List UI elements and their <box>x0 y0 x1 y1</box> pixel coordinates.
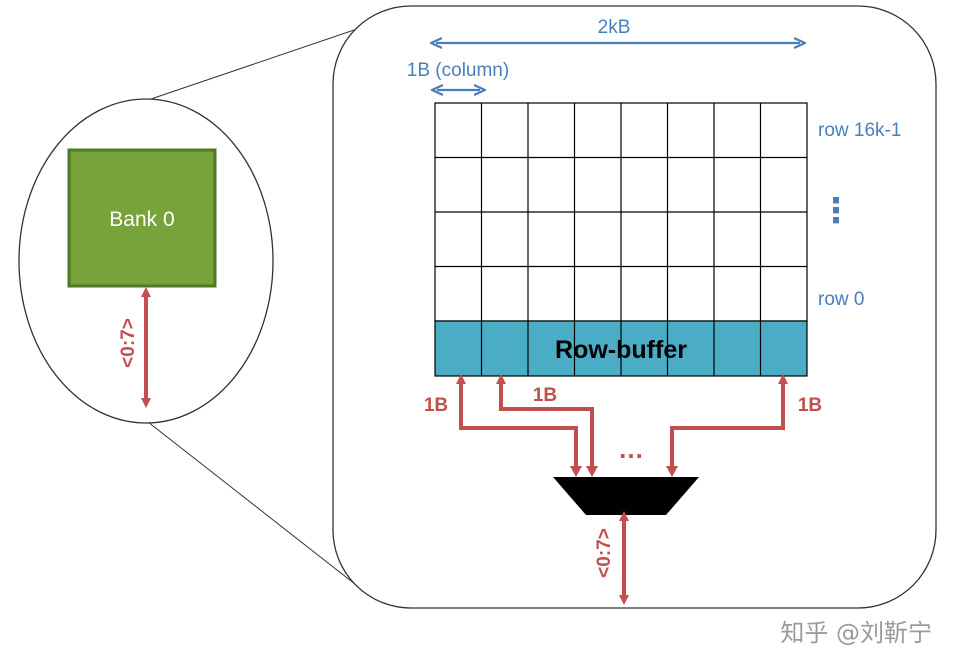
cell-array-gridlines <box>435 103 807 321</box>
bank-box <box>67 148 217 288</box>
column-label: 1B (column) <box>407 60 509 81</box>
mux-input-mid-arrow <box>496 374 594 473</box>
mux-input-mid-arrowhead <box>586 466 598 477</box>
watermark: 知乎 @刘靳宁 <box>780 619 932 647</box>
multiplexer <box>553 477 699 515</box>
bank-bus-label: <0:7> <box>118 318 139 368</box>
row-buffer-label: Row-buffer <box>555 336 687 364</box>
mux-input-right-label: 1B <box>798 395 822 416</box>
mux-output-label: <0:7> <box>594 528 615 578</box>
row-buffer-dividers <box>480 321 762 376</box>
zoom-line-top <box>147 27 361 101</box>
row-top-label: row 16k-1 <box>818 120 901 141</box>
row-ellipsis: ⋮ <box>819 192 853 230</box>
bank-label: Bank 0 <box>109 208 174 231</box>
mux-input-ellipsis: … <box>618 434 644 464</box>
mux-input-right-arrowhead <box>666 466 678 477</box>
row-bottom-label: row 0 <box>818 289 864 310</box>
mux-input-right-arrow <box>670 374 788 473</box>
mux-input-left-arrow <box>456 374 578 473</box>
width-label: 2kB <box>598 17 631 38</box>
cell-array <box>434 102 808 322</box>
mux-input-left-label: 1B <box>424 395 448 416</box>
mux-input-left-arrowhead <box>570 466 582 477</box>
mux-input-mid-label: 1B <box>533 385 557 406</box>
zoom-line-bottom <box>147 421 361 589</box>
